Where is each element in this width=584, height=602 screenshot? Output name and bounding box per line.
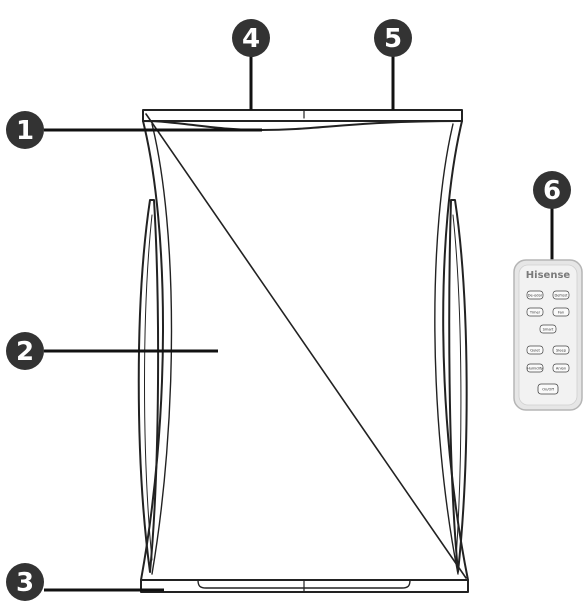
callout-4-label: 4	[242, 24, 260, 54]
callout-3: 3	[6, 563, 44, 601]
remote-button-deodor[interactable]: De-odor	[526, 290, 544, 300]
remote-button-quiet-label: Quiet	[530, 349, 540, 353]
leader-lines	[44, 56, 554, 592]
remote-button-fan-label: Fan	[558, 311, 564, 315]
remote-button-defrost[interactable]: Defrost	[552, 290, 570, 300]
left-side-grip-inner	[144, 214, 153, 561]
callout-1-label: 1	[16, 116, 34, 146]
callout-3-label: 3	[16, 568, 34, 598]
remote-button-deodor-label: De-odor	[528, 294, 543, 298]
remote-button-humidify-label: Humidify	[527, 367, 544, 371]
callout-2: 2	[6, 332, 44, 370]
remote-button-onoff[interactable]: On/Off	[537, 383, 559, 395]
remote-button-anion-label: Anion	[556, 367, 566, 371]
callout-1: 1	[6, 111, 44, 149]
air-purifier-unit	[137, 109, 469, 593]
remote-button-timer-label: Timer	[529, 311, 541, 315]
right-side-grip-inner	[452, 214, 462, 561]
remote-button-humidify[interactable]: Humidify	[526, 363, 544, 373]
body-left-side	[140, 120, 164, 581]
callout-5-label: 5	[384, 24, 402, 54]
remote-button-smart[interactable]: Smart	[539, 324, 557, 334]
body-right-side	[442, 120, 469, 581]
top-panel	[142, 109, 463, 122]
remote-button-smart-label: Smart	[543, 328, 554, 332]
remote-button-sleep-label: Sleep	[556, 349, 567, 353]
callout-4: 4	[232, 19, 270, 57]
callout-6-label: 6	[543, 176, 561, 206]
callout-5: 5	[374, 19, 412, 57]
callout-6: 6	[533, 171, 571, 209]
air-outlet-curve	[142, 120, 463, 131]
remote-button-onoff-label: On/Off	[542, 388, 554, 392]
base	[140, 579, 469, 593]
left-side-grip	[137, 199, 160, 573]
remote-button-fan[interactable]: Fan	[552, 307, 570, 317]
callout-2-label: 2	[16, 337, 34, 367]
right-side-grip	[448, 199, 468, 573]
front-panel-diagonal	[145, 113, 467, 579]
remote-control: Hisense De-odor Defrost Timer Fan Smart …	[513, 259, 583, 411]
front-panel-left-edge	[151, 123, 173, 575]
remote-button-quiet[interactable]: Quiet	[526, 345, 544, 355]
remote-button-timer[interactable]: Timer	[526, 307, 544, 317]
remote-brand: Hisense	[526, 270, 571, 281]
remote-button-defrost-label: Defrost	[554, 294, 568, 298]
front-panel-right-edge	[434, 123, 459, 575]
remote-button-anion[interactable]: Anion	[552, 363, 570, 373]
remote-button-sleep[interactable]: Sleep	[552, 345, 570, 355]
